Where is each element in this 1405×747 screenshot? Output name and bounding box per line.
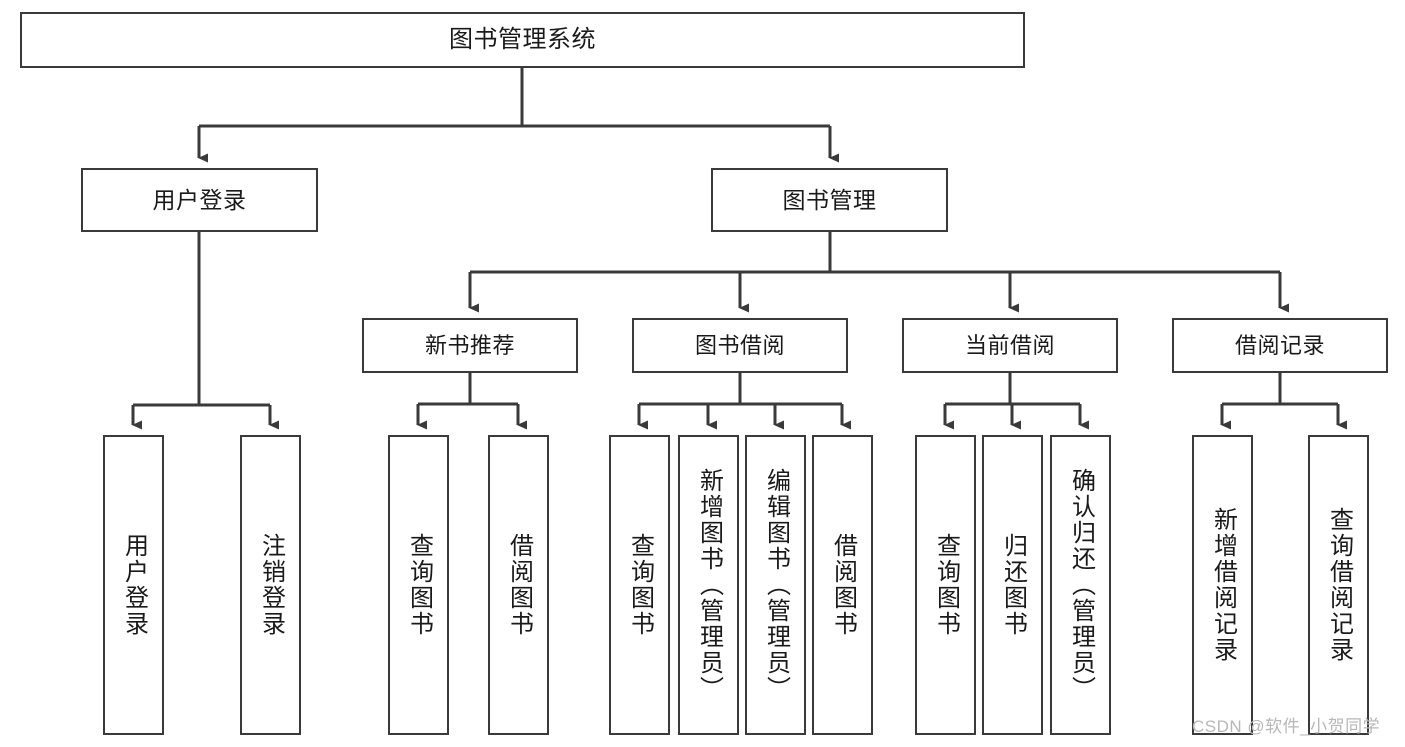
node-leaf-query-borrow-record[interactable]: 查询借阅记录	[1308, 435, 1369, 735]
node-user-login[interactable]: 用户登录	[81, 168, 318, 232]
node-leaf-add-book-admin-label: 新增图书（管理员）	[695, 468, 723, 702]
node-leaf-query-book-current[interactable]: 查询图书	[915, 435, 976, 735]
node-leaf-borrow-book-label: 借阅图书	[829, 533, 857, 637]
node-book-management[interactable]: 图书管理	[711, 168, 948, 232]
node-leaf-borrow-book-recommend-label: 借阅图书	[505, 533, 533, 637]
csdn-watermark: CSDN @软件_小贺同学	[1192, 717, 1381, 736]
node-leaf-borrow-book-recommend[interactable]: 借阅图书	[488, 435, 549, 735]
node-current-borrow[interactable]: 当前借阅	[902, 318, 1118, 373]
node-user-login-label: 用户登录	[152, 186, 247, 213]
node-leaf-return-book[interactable]: 归还图书	[982, 435, 1043, 735]
node-leaf-logout[interactable]: 注销登录	[240, 435, 301, 735]
node-leaf-query-book-current-label: 查询图书	[932, 533, 960, 637]
node-leaf-add-borrow-record-label: 新增借阅记录	[1209, 507, 1237, 663]
node-current-borrow-label: 当前借阅	[964, 332, 1055, 358]
node-book-borrow-label: 图书借阅	[694, 332, 785, 358]
node-leaf-query-borrow-record-label: 查询借阅记录	[1325, 507, 1353, 663]
node-leaf-confirm-return-admin-label: 确认归还（管理员）	[1067, 468, 1095, 702]
node-root-system-label: 图书管理系统	[449, 26, 596, 54]
node-new-book-recommend[interactable]: 新书推荐	[362, 318, 578, 373]
node-leaf-query-book-borrow-label: 查询图书	[626, 533, 654, 637]
node-borrow-record[interactable]: 借阅记录	[1172, 318, 1388, 373]
node-borrow-record-label: 借阅记录	[1234, 332, 1325, 358]
node-leaf-logout-label: 注销登录	[257, 533, 285, 637]
node-leaf-borrow-book[interactable]: 借阅图书	[812, 435, 873, 735]
node-leaf-query-book-borrow[interactable]: 查询图书	[609, 435, 670, 735]
node-leaf-edit-book-admin-label: 编辑图书（管理员）	[762, 468, 790, 702]
node-new-book-recommend-label: 新书推荐	[424, 332, 515, 358]
node-book-management-label: 图书管理	[782, 186, 877, 213]
node-leaf-edit-book-admin[interactable]: 编辑图书（管理员）	[745, 435, 806, 735]
node-leaf-add-borrow-record[interactable]: 新增借阅记录	[1192, 435, 1253, 735]
node-leaf-query-book-recommend[interactable]: 查询图书	[388, 435, 449, 735]
node-leaf-user-login[interactable]: 用户登录	[103, 435, 164, 735]
node-leaf-user-login-label: 用户登录	[120, 533, 148, 637]
node-leaf-query-book-recommend-label: 查询图书	[405, 533, 433, 637]
node-root-system[interactable]: 图书管理系统	[20, 12, 1025, 68]
node-leaf-return-book-label: 归还图书	[999, 533, 1027, 637]
node-leaf-confirm-return-admin[interactable]: 确认归还（管理员）	[1050, 435, 1111, 735]
node-book-borrow[interactable]: 图书借阅	[632, 318, 848, 373]
node-leaf-add-book-admin[interactable]: 新增图书（管理员）	[678, 435, 739, 735]
